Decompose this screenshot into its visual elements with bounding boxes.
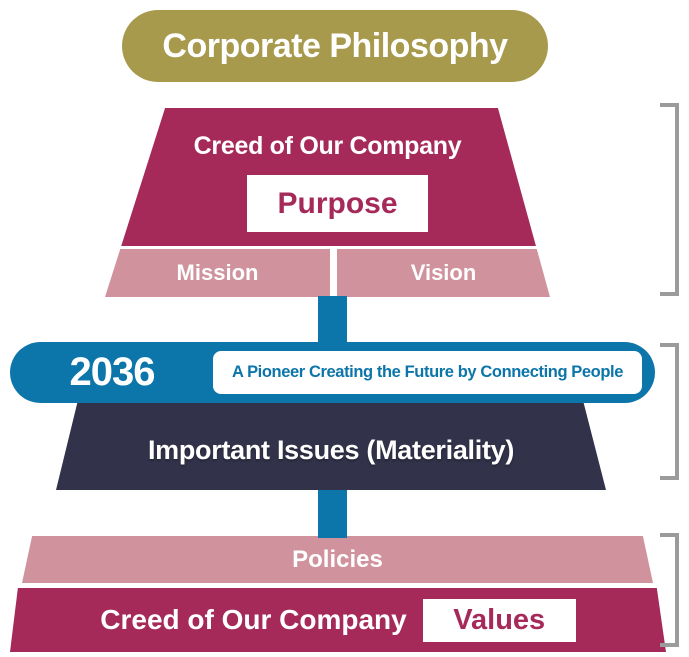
purpose-trapezoid: Creed of Our Company Purpose Mission Vis… [105, 108, 550, 297]
connector-top [318, 296, 347, 346]
creed-label-bottom: Creed of Our Company [100, 604, 407, 635]
policies-band: Policies [22, 536, 653, 583]
materiality-trapezoid: Important Issues (Materiality) [56, 400, 606, 490]
trapezoid-separator [105, 246, 550, 249]
policies-label: Policies [292, 545, 383, 573]
bracket-purpose-section [660, 103, 679, 296]
creed-purpose-area: Creed of Our Company Purpose [105, 108, 550, 246]
values-band: Creed of Our Company Values [10, 588, 666, 652]
connector-bottom [318, 488, 347, 538]
vision-cell: Vision [337, 249, 550, 297]
corporate-philosophy-label: Corporate Philosophy [162, 26, 508, 65]
creed-label-top: Creed of Our Company [193, 132, 462, 160]
vision-statement-box: A Pioneer Creating the Future by Connect… [213, 351, 642, 394]
purpose-box: Purpose [247, 175, 428, 232]
bracket-materiality-section [660, 343, 679, 480]
bracket-foundation-section [660, 533, 679, 647]
mission-label: Mission [176, 260, 259, 285]
vision-label: Vision [410, 260, 477, 285]
values-label: Values [453, 603, 546, 636]
materiality-label: Important Issues (Materiality) [147, 434, 515, 465]
purpose-label: Purpose [277, 186, 398, 220]
vision-statement-label: A Pioneer Creating the Future by Connect… [231, 363, 624, 381]
vision-2036-capsule: 2036 A Pioneer Creating the Future by Co… [10, 342, 655, 403]
corporate-philosophy-pill: Corporate Philosophy [122, 10, 548, 82]
mission-vision-divider [330, 249, 337, 297]
year-badge: 2036 [69, 350, 156, 394]
values-box: Values [422, 598, 576, 642]
mission-cell: Mission [105, 249, 330, 297]
mission-vision-band: Mission Vision [105, 249, 550, 297]
